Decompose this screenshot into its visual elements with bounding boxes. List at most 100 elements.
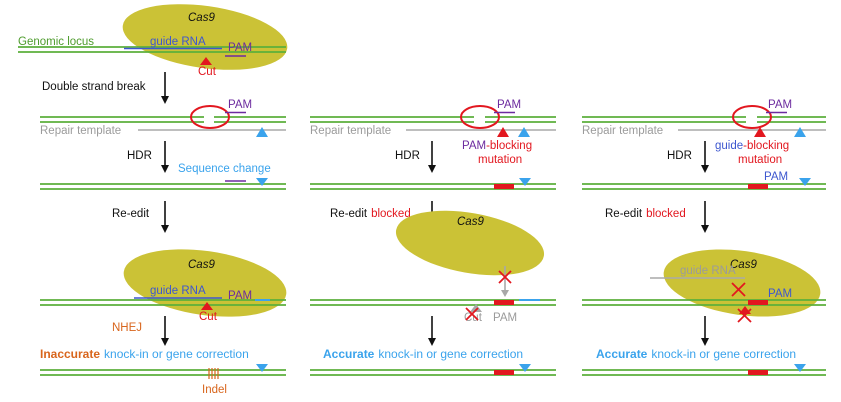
repair-template-label: Repair template xyxy=(40,125,121,137)
edited-dna xyxy=(40,183,286,190)
pam-label: PAM xyxy=(228,99,252,111)
pam-label: PAM xyxy=(228,42,252,54)
down-arrow-icon xyxy=(161,141,169,173)
cas9-label: Cas9 xyxy=(188,259,215,271)
guide-rna-label: guide RNA xyxy=(680,265,736,277)
break-circle xyxy=(732,105,772,129)
mutation-word: mutation xyxy=(478,154,522,166)
cas9-label: Cas9 xyxy=(188,12,215,24)
edited-dna xyxy=(310,183,556,190)
sequence-change-triangle-icon xyxy=(256,178,268,186)
sequence-change-triangle-icon xyxy=(794,364,806,372)
panel-1: Cas9 Genomic locus guide RNA PAM Cut Dou… xyxy=(18,4,288,396)
mutation-prefix: PAM xyxy=(462,140,486,152)
sequence-change-triangle-icon xyxy=(256,364,268,372)
blocked-x-icon xyxy=(498,270,512,284)
re-edit-label: Re-edit xyxy=(112,208,150,220)
blocked-word: blocked xyxy=(646,208,686,220)
final-dna xyxy=(40,369,286,376)
outcome-qualifier: Accurate xyxy=(323,347,375,361)
outcome-text: knock-in or gene correction xyxy=(104,347,249,361)
blocked-word: blocked xyxy=(371,208,411,220)
pam-label: PAM xyxy=(493,312,517,324)
genomic-locus-label: Genomic locus xyxy=(18,36,94,48)
panel-2: PAM Repair template HDR PAM-blocking mut… xyxy=(310,99,556,376)
sequence-change-triangle-icon xyxy=(519,178,531,186)
guide-rna-label: guide RNA xyxy=(150,36,206,48)
cas9-protein xyxy=(122,4,288,70)
edited-dna xyxy=(582,299,826,306)
panel-3: PAM Repair template HDR guide-blocking m… xyxy=(582,99,826,376)
down-arrow-icon xyxy=(428,316,436,346)
sequence-change-label: Sequence change xyxy=(178,163,271,175)
cut-label: Cut xyxy=(464,312,483,324)
re-edit-word: Re-edit xyxy=(605,208,643,220)
down-arrow-icon xyxy=(701,201,709,233)
outcome-text: knock-in or gene correction xyxy=(651,347,796,361)
pam-label: PAM xyxy=(228,290,252,302)
down-arrow-icon xyxy=(701,141,709,173)
blocked-x-icon xyxy=(731,282,746,297)
down-arrow-icon xyxy=(161,201,169,233)
pam-label: PAM xyxy=(768,288,792,300)
mutation-label: guide-blocking xyxy=(715,140,789,152)
sequence-change-triangle-icon xyxy=(518,127,530,137)
pam-label: PAM xyxy=(764,171,788,183)
down-arrow-icon xyxy=(701,316,709,346)
repair-template-label: Repair template xyxy=(310,125,391,137)
outcome-text: knock-in or gene correction xyxy=(378,347,523,361)
hdr-label: HDR xyxy=(667,150,692,162)
down-arrow-icon xyxy=(428,141,436,173)
double-strand-break-label: Double strand break xyxy=(42,81,146,93)
blocking-mutation-triangle-icon xyxy=(754,127,766,137)
guide-rna-label: guide RNA xyxy=(150,285,206,297)
cas9-protein xyxy=(395,210,545,276)
indel-marks-icon xyxy=(208,368,219,379)
final-dna xyxy=(582,369,826,376)
genomic-dna xyxy=(18,46,286,53)
mutation-suffix: -blocking xyxy=(743,140,789,152)
cut-triangle-icon xyxy=(470,304,482,312)
mutation-word: mutation xyxy=(738,154,782,166)
blocking-mutation-triangle-icon xyxy=(497,127,509,137)
edited-dna xyxy=(310,299,556,306)
indel-label: Indel xyxy=(202,384,227,396)
nhej-label: NHEJ xyxy=(112,322,142,334)
broken-dna xyxy=(582,116,826,123)
sequence-change-triangle-icon xyxy=(519,364,531,372)
blocked-x-icon xyxy=(465,307,479,321)
blocked-arrow-icon xyxy=(501,266,509,297)
break-circle xyxy=(190,105,230,129)
cut-triangle-icon xyxy=(200,57,212,65)
broken-dna xyxy=(40,116,286,123)
edited-dna xyxy=(582,183,826,190)
broken-dna xyxy=(310,116,556,123)
sequence-change-triangle-icon xyxy=(256,127,268,137)
hdr-label: HDR xyxy=(395,150,420,162)
repair-template-label: Repair template xyxy=(582,125,663,137)
cut-triangle-icon xyxy=(201,302,213,310)
sequence-change-triangle-icon xyxy=(794,127,806,137)
final-dna xyxy=(310,369,556,376)
mutation-prefix: guide xyxy=(715,140,743,152)
down-arrow-icon xyxy=(161,316,169,346)
cas9-label: Cas9 xyxy=(457,216,484,228)
re-edit-word: Re-edit xyxy=(330,208,368,220)
mutation-label: PAM-blocking xyxy=(462,140,532,152)
mutation-suffix: -blocking xyxy=(486,140,532,152)
cut-label: Cut xyxy=(198,66,217,78)
pam-label: PAM xyxy=(768,99,792,111)
sequence-change-triangle-icon xyxy=(799,178,811,186)
outcome-qualifier: Accurate xyxy=(596,347,648,361)
cas9-label: Cas9 xyxy=(730,259,757,271)
hdr-label: HDR xyxy=(127,150,152,162)
pam-label: PAM xyxy=(497,99,521,111)
blocked-x-icon xyxy=(737,308,752,323)
edited-dna xyxy=(40,299,286,306)
